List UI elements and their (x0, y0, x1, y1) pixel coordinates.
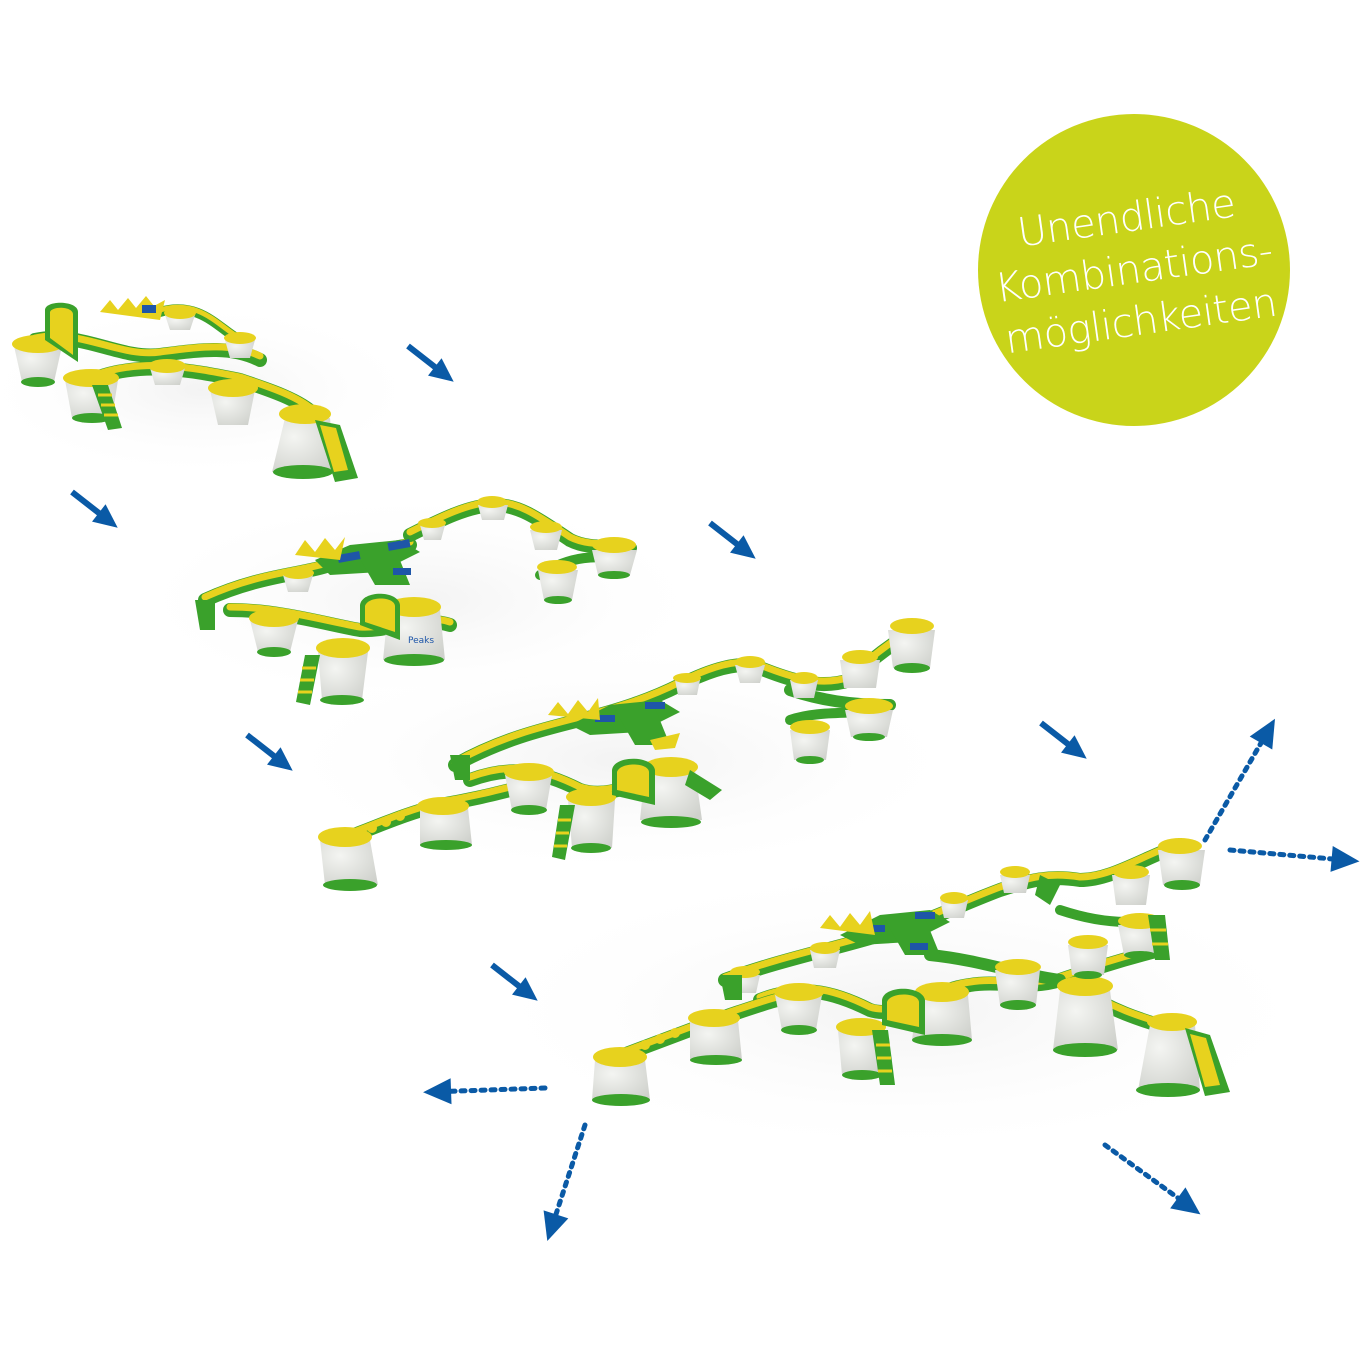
park-config-4 (592, 838, 1230, 1106)
dotted-arrow-icon (1102, 1142, 1201, 1215)
dotted-arrow-icon (1227, 845, 1360, 872)
solid-arrow-icon (708, 520, 756, 559)
park-config-1 (12, 296, 358, 482)
dotted-arrow-icon (543, 1122, 588, 1242)
dotted-arrow-icon (1202, 718, 1275, 843)
park-config-3 (318, 618, 935, 891)
brand-logo: Peaks (408, 636, 434, 646)
combination-badge: Unendliche Kombinations- möglichkeiten (978, 114, 1290, 426)
dotted-arrow-icon (423, 1078, 548, 1105)
solid-arrow-icon (490, 962, 538, 1001)
solid-arrow-icon (70, 489, 118, 528)
solid-arrow-icon (1039, 720, 1087, 759)
solid-arrow-icon (245, 732, 293, 771)
solid-arrow-icon (406, 343, 454, 382)
park-config-2: Peaks (195, 496, 637, 705)
badge-text: Unendliche Kombinations- möglichkeiten (985, 173, 1283, 366)
